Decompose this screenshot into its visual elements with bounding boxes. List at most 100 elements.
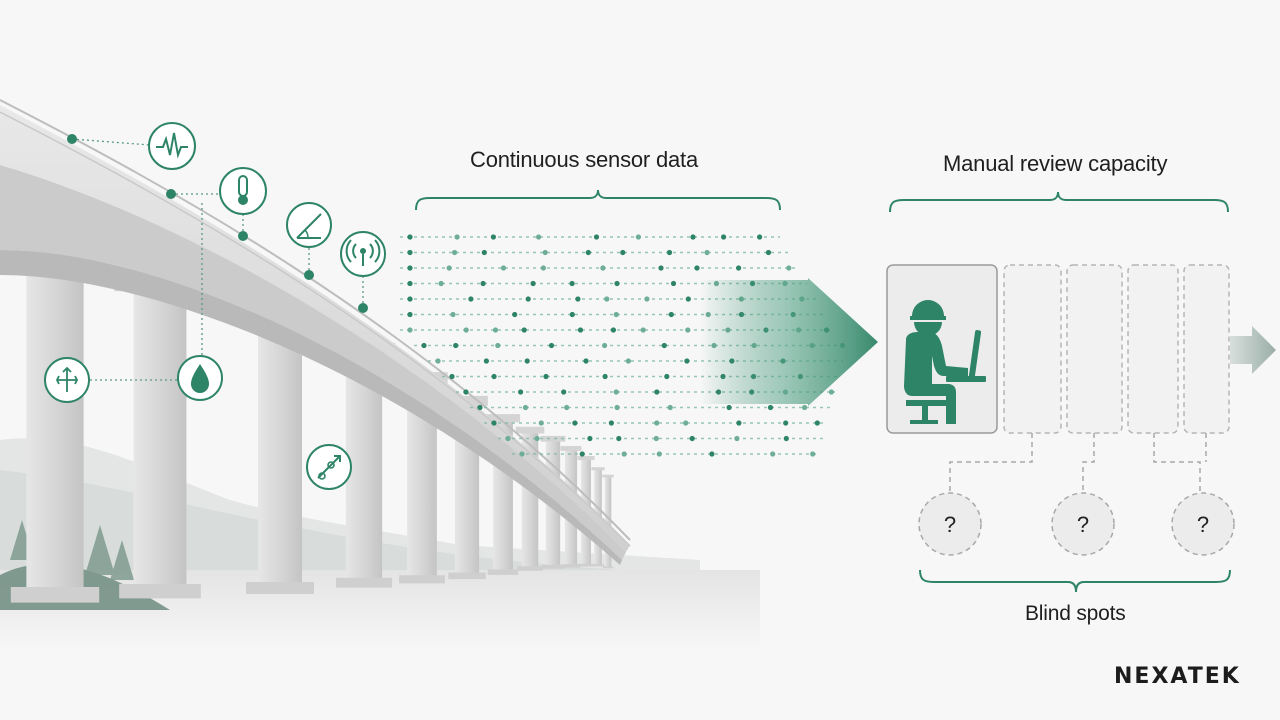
bridge-pier [604, 476, 612, 568]
data-point [765, 249, 772, 256]
data-point [538, 420, 544, 426]
data-point [481, 249, 487, 256]
blind-spot-connectors [949, 433, 1207, 495]
wireless-signal-icon [340, 231, 386, 277]
data-point [640, 327, 646, 333]
data-point [407, 249, 413, 256]
data-point [654, 389, 660, 395]
data-point [491, 420, 497, 426]
output-arrow [1230, 326, 1276, 374]
data-point [709, 451, 715, 457]
data-point [572, 420, 578, 426]
data-point [583, 358, 589, 364]
blind-spot-mark: ? [944, 512, 956, 537]
data-point [689, 435, 695, 442]
stream-title: Continuous sensor data [470, 147, 698, 172]
displacement-icon [44, 357, 90, 403]
data-point [480, 280, 486, 287]
data-point [604, 296, 610, 302]
data-point [407, 296, 413, 302]
data-point [564, 404, 570, 411]
vibration-icon [148, 122, 196, 170]
review-slot-empty [1066, 264, 1123, 434]
pier-footing [592, 564, 604, 567]
data-point [690, 234, 696, 240]
blind-spots-bracket [919, 569, 1231, 593]
data-point [661, 342, 667, 349]
data-point [666, 249, 673, 256]
engineer-at-computer-icon [904, 300, 986, 424]
pier-cap [540, 435, 566, 442]
data-point [525, 296, 531, 302]
inclinometer-icon [286, 202, 332, 248]
data-point [519, 451, 525, 457]
data-point [828, 389, 835, 395]
data-point [653, 435, 659, 442]
review-bracket [889, 191, 1229, 213]
review-slot-empty [1003, 264, 1062, 434]
review-slot-empty [1183, 264, 1230, 434]
data-point [757, 234, 763, 240]
data-point [683, 420, 689, 426]
data-point [548, 342, 555, 349]
data-point [783, 420, 789, 426]
data-point [521, 327, 527, 333]
data-point [614, 280, 620, 287]
data-point [600, 265, 606, 271]
data-point [736, 265, 742, 271]
data-point [577, 327, 584, 333]
data-point [492, 327, 499, 333]
data-point [569, 311, 575, 318]
data-point [621, 451, 627, 457]
data-point [620, 249, 626, 256]
blind-spot-circle [1051, 492, 1115, 556]
data-point [736, 420, 742, 426]
stream-bracket [415, 189, 781, 211]
data-point [490, 234, 496, 240]
data-point [783, 435, 789, 442]
data-point [802, 404, 808, 411]
data-point [593, 234, 600, 240]
sensor-anchor-dots [67, 134, 368, 313]
pier-footing [448, 572, 486, 580]
bridge-pier [133, 286, 187, 596]
pier-cap [577, 456, 595, 461]
data-point [579, 451, 585, 457]
data-point [536, 234, 542, 240]
data-point [767, 404, 774, 411]
data-point [452, 249, 458, 256]
pier-cap [560, 445, 582, 451]
pier-footing [335, 577, 393, 588]
data-point [644, 296, 650, 302]
data-point [524, 358, 530, 364]
blind-spot-circle [918, 492, 982, 556]
pier-footing [517, 566, 543, 571]
data-point [463, 327, 469, 333]
data-point [654, 420, 660, 426]
blind-spots-label: Blind spots [1025, 602, 1126, 625]
blind-spot-circle [1171, 492, 1235, 556]
pier-cap [591, 467, 605, 471]
data-point [810, 451, 816, 457]
data-point [569, 280, 575, 287]
data-point [542, 249, 548, 256]
strain-gauge-icon [306, 444, 352, 490]
data-point [450, 311, 456, 318]
pier-footing [602, 566, 614, 569]
data-point [613, 311, 619, 318]
thermometer-icon [219, 167, 267, 215]
data-point [505, 435, 511, 442]
data-point [453, 342, 459, 349]
data-point [495, 342, 501, 349]
data-point [483, 358, 489, 364]
data-point [616, 435, 622, 442]
data-point [658, 265, 664, 271]
pier-footing [399, 575, 445, 584]
bridge-pier [26, 269, 84, 600]
data-point [512, 311, 518, 318]
data-point [446, 265, 452, 271]
data-point [670, 280, 677, 287]
bridge-pier [258, 324, 302, 592]
data-point [770, 451, 776, 457]
data-point [449, 373, 455, 380]
